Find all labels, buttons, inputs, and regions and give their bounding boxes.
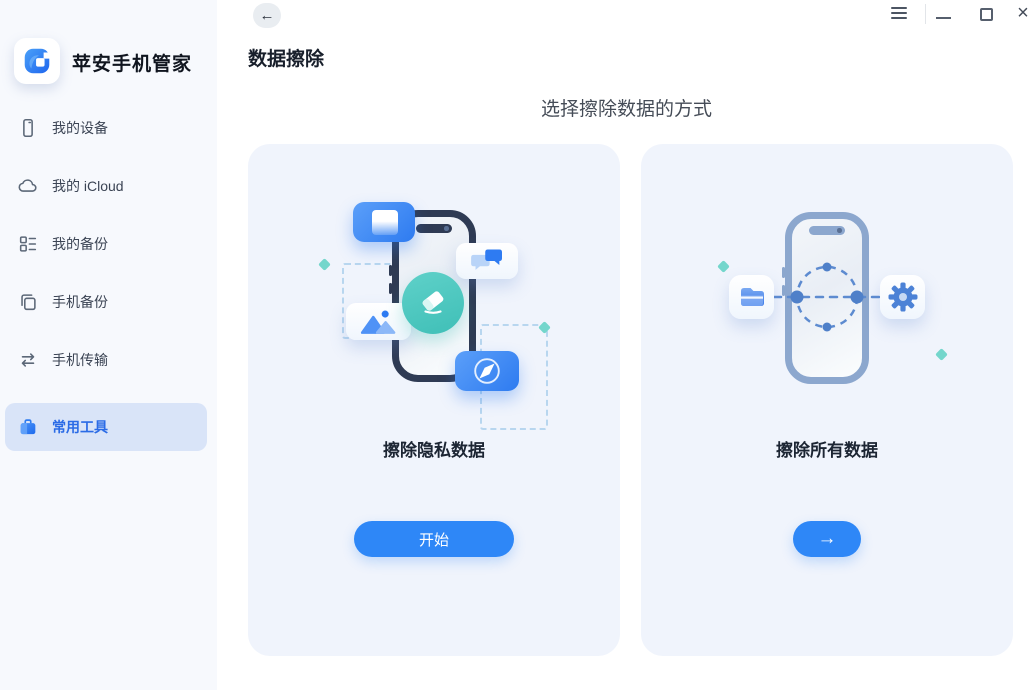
proceed-arrow-button[interactable]: →	[793, 521, 861, 557]
app-title: 苹安手机管家	[72, 54, 193, 75]
back-button[interactable]: ←	[253, 3, 281, 28]
diamond-accent	[935, 348, 948, 361]
device-icon	[23, 118, 33, 138]
card-title: 擦除所有数据	[776, 441, 878, 460]
photos-icon	[346, 303, 411, 340]
sidebar: 苹安手机管家 我的设备 我的 iCloud 我的备份 手机备份	[0, 0, 217, 690]
sidebar-item-my-backups[interactable]: 我的备份	[5, 220, 207, 268]
page-title: 数据擦除	[248, 49, 325, 70]
start-button[interactable]: 开始	[354, 521, 514, 557]
app-logo-icon	[24, 48, 50, 74]
cloud-icon	[18, 179, 37, 192]
app-logo	[14, 38, 60, 84]
sidebar-item-common-tools[interactable]: 常用工具	[5, 403, 207, 451]
card-title: 擦除隐私数据	[383, 441, 485, 460]
maximize-icon	[980, 8, 993, 21]
sidebar-item-label: 常用工具	[52, 419, 108, 435]
compass-icon	[455, 351, 519, 391]
menu-icon[interactable]	[891, 7, 907, 20]
sidebar-item-my-icloud[interactable]: 我的 iCloud	[5, 162, 207, 210]
gear-icon	[880, 275, 925, 319]
dashed-target-circle	[790, 262, 864, 332]
toolbox-icon	[20, 419, 36, 435]
card-erase-private-data: 擦除隐私数据 开始	[248, 144, 620, 656]
arrow-right-icon: →	[817, 528, 837, 549]
erase-private-illustration	[248, 144, 620, 656]
sidebar-item-phone-backup[interactable]: 手机备份	[5, 278, 207, 326]
sidebar-item-label: 手机传输	[52, 352, 108, 368]
close-icon: ×	[1017, 1, 1029, 24]
sidebar-item-label: 我的 iCloud	[52, 178, 124, 194]
phone-backup-icon	[21, 294, 36, 311]
sidebar-item-my-device[interactable]: 我的设备	[5, 104, 207, 152]
sidebar-item-phone-transfer[interactable]: 手机传输	[5, 336, 207, 384]
minimize-button[interactable]	[934, 6, 954, 22]
sidebar-item-label: 我的设备	[52, 120, 108, 136]
close-button[interactable]: ×	[1012, 0, 1034, 26]
maximize-button[interactable]	[978, 6, 996, 22]
backups-icon	[19, 236, 37, 252]
diamond-accent	[717, 260, 730, 273]
card-erase-all-data: 擦除所有数据 →	[641, 144, 1013, 656]
back-arrow-icon: ←	[259, 7, 275, 24]
sidebar-item-label: 手机备份	[52, 294, 108, 310]
minimize-icon	[936, 17, 951, 20]
phone-transfer-icon	[21, 353, 35, 367]
window-controls-divider	[925, 4, 926, 24]
diamond-accent	[318, 258, 331, 271]
sidebar-item-label: 我的备份	[52, 236, 108, 252]
app-window-icon	[353, 202, 415, 242]
erase-all-illustration	[641, 144, 1013, 656]
folder-icon	[729, 275, 774, 319]
eraser-icon	[402, 272, 464, 334]
section-subtitle: 选择擦除数据的方式	[540, 99, 712, 120]
messages-icon	[456, 243, 518, 279]
